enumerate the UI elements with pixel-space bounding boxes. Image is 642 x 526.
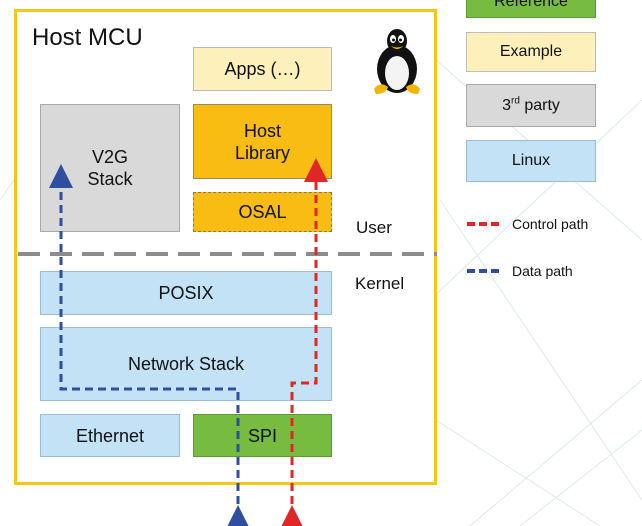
posix-label: POSIX <box>158 283 214 303</box>
network-stack-block: Network Stack <box>40 327 332 401</box>
legend-linux: Linux <box>466 140 596 182</box>
legend-control-path-label: Control path <box>512 216 589 232</box>
host-library-block: Host Library <box>193 104 332 179</box>
spi-block: SPI <box>193 414 332 457</box>
apps-label: Apps (…) <box>224 59 301 79</box>
spi-label: SPI <box>247 425 277 446</box>
legend-example: Example <box>466 32 596 72</box>
osal-label: OSAL <box>238 202 287 222</box>
legend-control-path-swatch <box>467 222 501 226</box>
legend-reference-label: Reference <box>494 0 568 10</box>
ethernet-block: Ethernet <box>40 414 180 457</box>
posix-block: POSIX <box>40 271 332 315</box>
legend-example-label: Example <box>499 43 563 60</box>
legend-linux-label: Linux <box>511 152 551 169</box>
host-library-label-line2: Library <box>234 142 291 163</box>
kernel-layer-label: Kernel <box>355 274 405 293</box>
apps-block: Apps (…) <box>193 47 332 91</box>
legend-third-party: 3rd party <box>466 84 596 127</box>
user-layer-label: User <box>356 218 392 237</box>
osal-block: OSAL <box>193 192 332 232</box>
legend-data-path-swatch <box>467 269 501 273</box>
legend-reference: Reference <box>466 0 596 18</box>
tux-penguin-icon <box>374 29 420 94</box>
host-mcu-title: Host MCU <box>32 24 143 51</box>
network-stack-label: Network Stack <box>127 354 245 374</box>
v2g-label-line1: V2G <box>91 147 129 167</box>
legend-third-party-label: 3rd party <box>502 95 560 114</box>
v2g-label-line2: Stack <box>87 169 133 189</box>
legend-data-path-label: Data path <box>512 263 573 279</box>
host-library-label-line1: Host <box>243 120 281 141</box>
ethernet-label: Ethernet <box>75 425 145 446</box>
v2g-stack-block: V2G Stack <box>40 104 180 232</box>
